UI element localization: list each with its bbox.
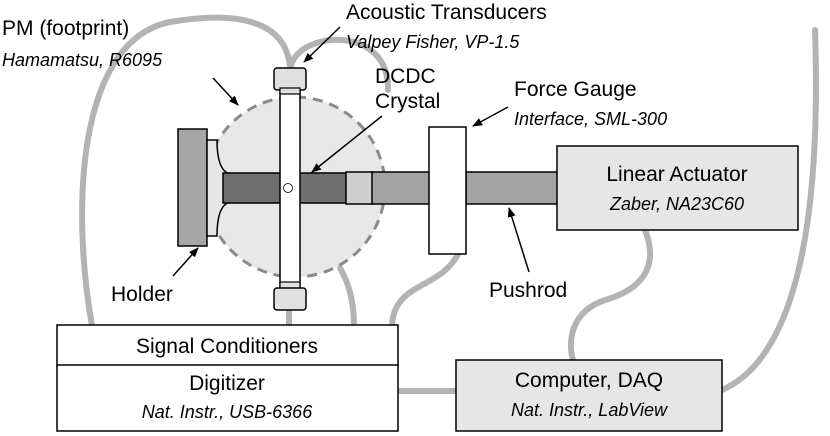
- holder: [177, 128, 231, 247]
- signal-conditioners-label: Signal Conditioners: [136, 335, 318, 358]
- computer-daq-box: [455, 359, 723, 432]
- actuator-to-computer-cable: [568, 227, 653, 363]
- transducer-top-neck: [279, 87, 301, 95]
- pushrod-left: [371, 171, 431, 205]
- pm-cable: [79, 14, 293, 329]
- crystal-label-line2: Crystal: [375, 90, 440, 113]
- transducers-arrow: [303, 26, 341, 63]
- top-transducer-cable-right: [288, 36, 392, 93]
- digitizer-model-label: Nat. Instr., USB-6366: [142, 402, 313, 422]
- digitizer-label: Digitizer: [189, 372, 265, 395]
- crystal-center-dot: [283, 183, 293, 193]
- pushrod-label: Pushrod: [489, 279, 567, 302]
- transducer-bottom-cap: [273, 287, 307, 311]
- crystal-label-line1: DCDC: [375, 65, 436, 88]
- digitizer-box: [56, 364, 399, 432]
- actuator-label: Linear Actuator: [606, 163, 747, 186]
- transducer-top-cap: [273, 67, 307, 91]
- linear-actuator-box: [556, 145, 799, 231]
- force-gauge-label: Force Gauge: [514, 78, 637, 101]
- pm-label: PM (footprint): [2, 17, 129, 40]
- computer-label: Computer, DAQ: [515, 369, 663, 392]
- holder-arrow: [172, 247, 199, 277]
- pushrod-arrow: [507, 207, 530, 273]
- pm-model-label: Hamamatsu, R6095: [2, 50, 163, 70]
- force-gauge-arrow: [472, 106, 509, 127]
- pm-footprint-arrow: [212, 77, 239, 106]
- crystal-arrow: [311, 115, 383, 173]
- labels: PM (footprint) Hamamatsu, R6095 Acoustic…: [2, 1, 748, 422]
- signal-conditioners-box: [56, 324, 399, 367]
- transducer-to-conditioner-cable: [337, 265, 357, 331]
- pushrod-right: [465, 171, 559, 205]
- crystal-spacer: [345, 171, 374, 205]
- force-gauge-block: [428, 126, 467, 255]
- transducers-label: Acoustic Transducers: [346, 1, 547, 24]
- leader-arrows: [172, 26, 530, 277]
- force-gauge-model-label: Interface, SML-300: [514, 109, 667, 129]
- actuator-model-label: Zaber, NA23C60: [609, 194, 744, 214]
- force-gauge-cable: [389, 251, 461, 331]
- cables: [79, 14, 819, 394]
- holder-plate: [177, 128, 208, 247]
- right-edge-cable: [719, 27, 819, 393]
- computer-model-label: Nat. Instr., LabView: [511, 400, 668, 420]
- transducers-model-label: Valpey Fisher, VP-1.5: [346, 32, 520, 52]
- holder-label: Holder: [111, 283, 173, 306]
